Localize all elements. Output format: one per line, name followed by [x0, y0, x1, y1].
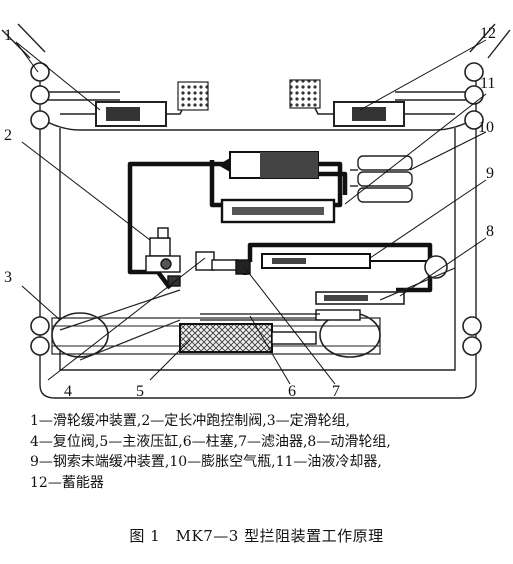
legend-line: 9—钢索末端缓冲装置,10—膨胀空气瓶,11—油液冷却器, [30, 454, 382, 470]
fixed-pulley-group [30, 312, 482, 358]
pulley-buffer-left [60, 93, 191, 127]
legend-line: 4—复位阀,5—主液压缸,6—柱塞,7—滤油器,8—动滑轮组, [30, 433, 391, 450]
accumulator-right [289, 79, 321, 109]
callout-10: 10 [478, 119, 494, 136]
expansion-air-bottles [350, 155, 413, 203]
leader-lines [15, 39, 487, 385]
moving-pulley-group [315, 255, 448, 305]
callout-4: 4 [64, 383, 72, 400]
main-hydraulic-cylinder [179, 323, 317, 353]
pulley-group-right [464, 62, 484, 130]
callout-11: 11 [480, 75, 495, 92]
figure-caption: 图 1 MK7—3 型拦阻装置工作原理 [129, 527, 384, 545]
cable-frame [1, 23, 511, 399]
pulley-buffer-right [307, 93, 455, 127]
control-valve [145, 227, 181, 287]
reset-valve [195, 251, 251, 275]
component-legend: 1—滑轮缓冲装置,2—定长冲跑控制阀,3—定滑轮组, 4—复位阀,5—主液压缸,… [30, 411, 500, 493]
pulley-group-left [30, 62, 50, 130]
oil-cooler [220, 198, 336, 224]
accumulator-left [177, 81, 209, 111]
callout-6: 6 [288, 383, 296, 400]
arresting-gear-schematic: 1 2 3 4 5 6 7 8 9 10 11 12 [1, 23, 511, 400]
central-accumulator [218, 151, 319, 179]
plunger [200, 309, 361, 321]
legend-line: 12—蓄能器 [30, 474, 104, 491]
callout-5: 5 [136, 383, 144, 400]
cable-end-buffer [261, 253, 440, 269]
legend-line: 1—滑轮缓冲装置,2—定长冲跑控制阀,3—定滑轮组, [30, 413, 351, 429]
callout-9: 9 [486, 165, 494, 182]
callout-12: 12 [480, 25, 496, 42]
callout-2: 2 [4, 127, 12, 144]
callout-7: 7 [332, 383, 340, 400]
callout-8: 8 [486, 223, 494, 240]
callout-1: 1 [4, 27, 12, 44]
callout-3: 3 [4, 269, 12, 286]
